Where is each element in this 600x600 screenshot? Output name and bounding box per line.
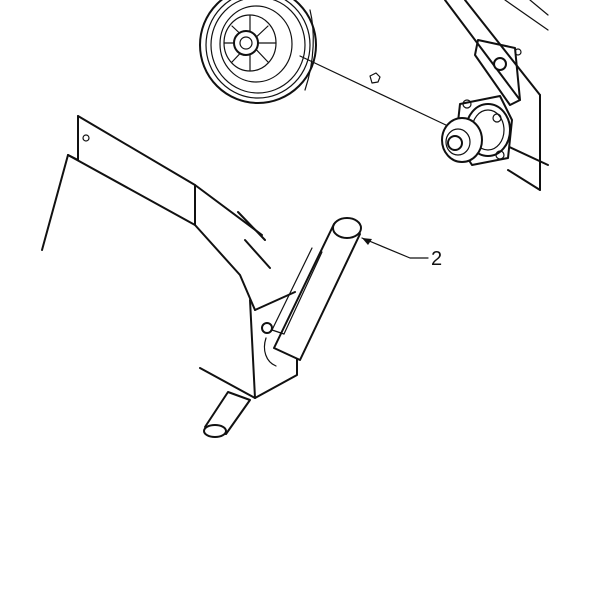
spout-pipe — [261, 217, 362, 367]
callout-2: 2 — [361, 237, 442, 270]
chute-housing — [41, 115, 298, 399]
wheel — [199, 0, 317, 104]
callout-number-2: 2 — [431, 248, 442, 270]
lower-tube — [203, 391, 251, 438]
frame — [444, 0, 549, 191]
axle — [299, 55, 449, 127]
bearing-hub — [441, 95, 513, 166]
